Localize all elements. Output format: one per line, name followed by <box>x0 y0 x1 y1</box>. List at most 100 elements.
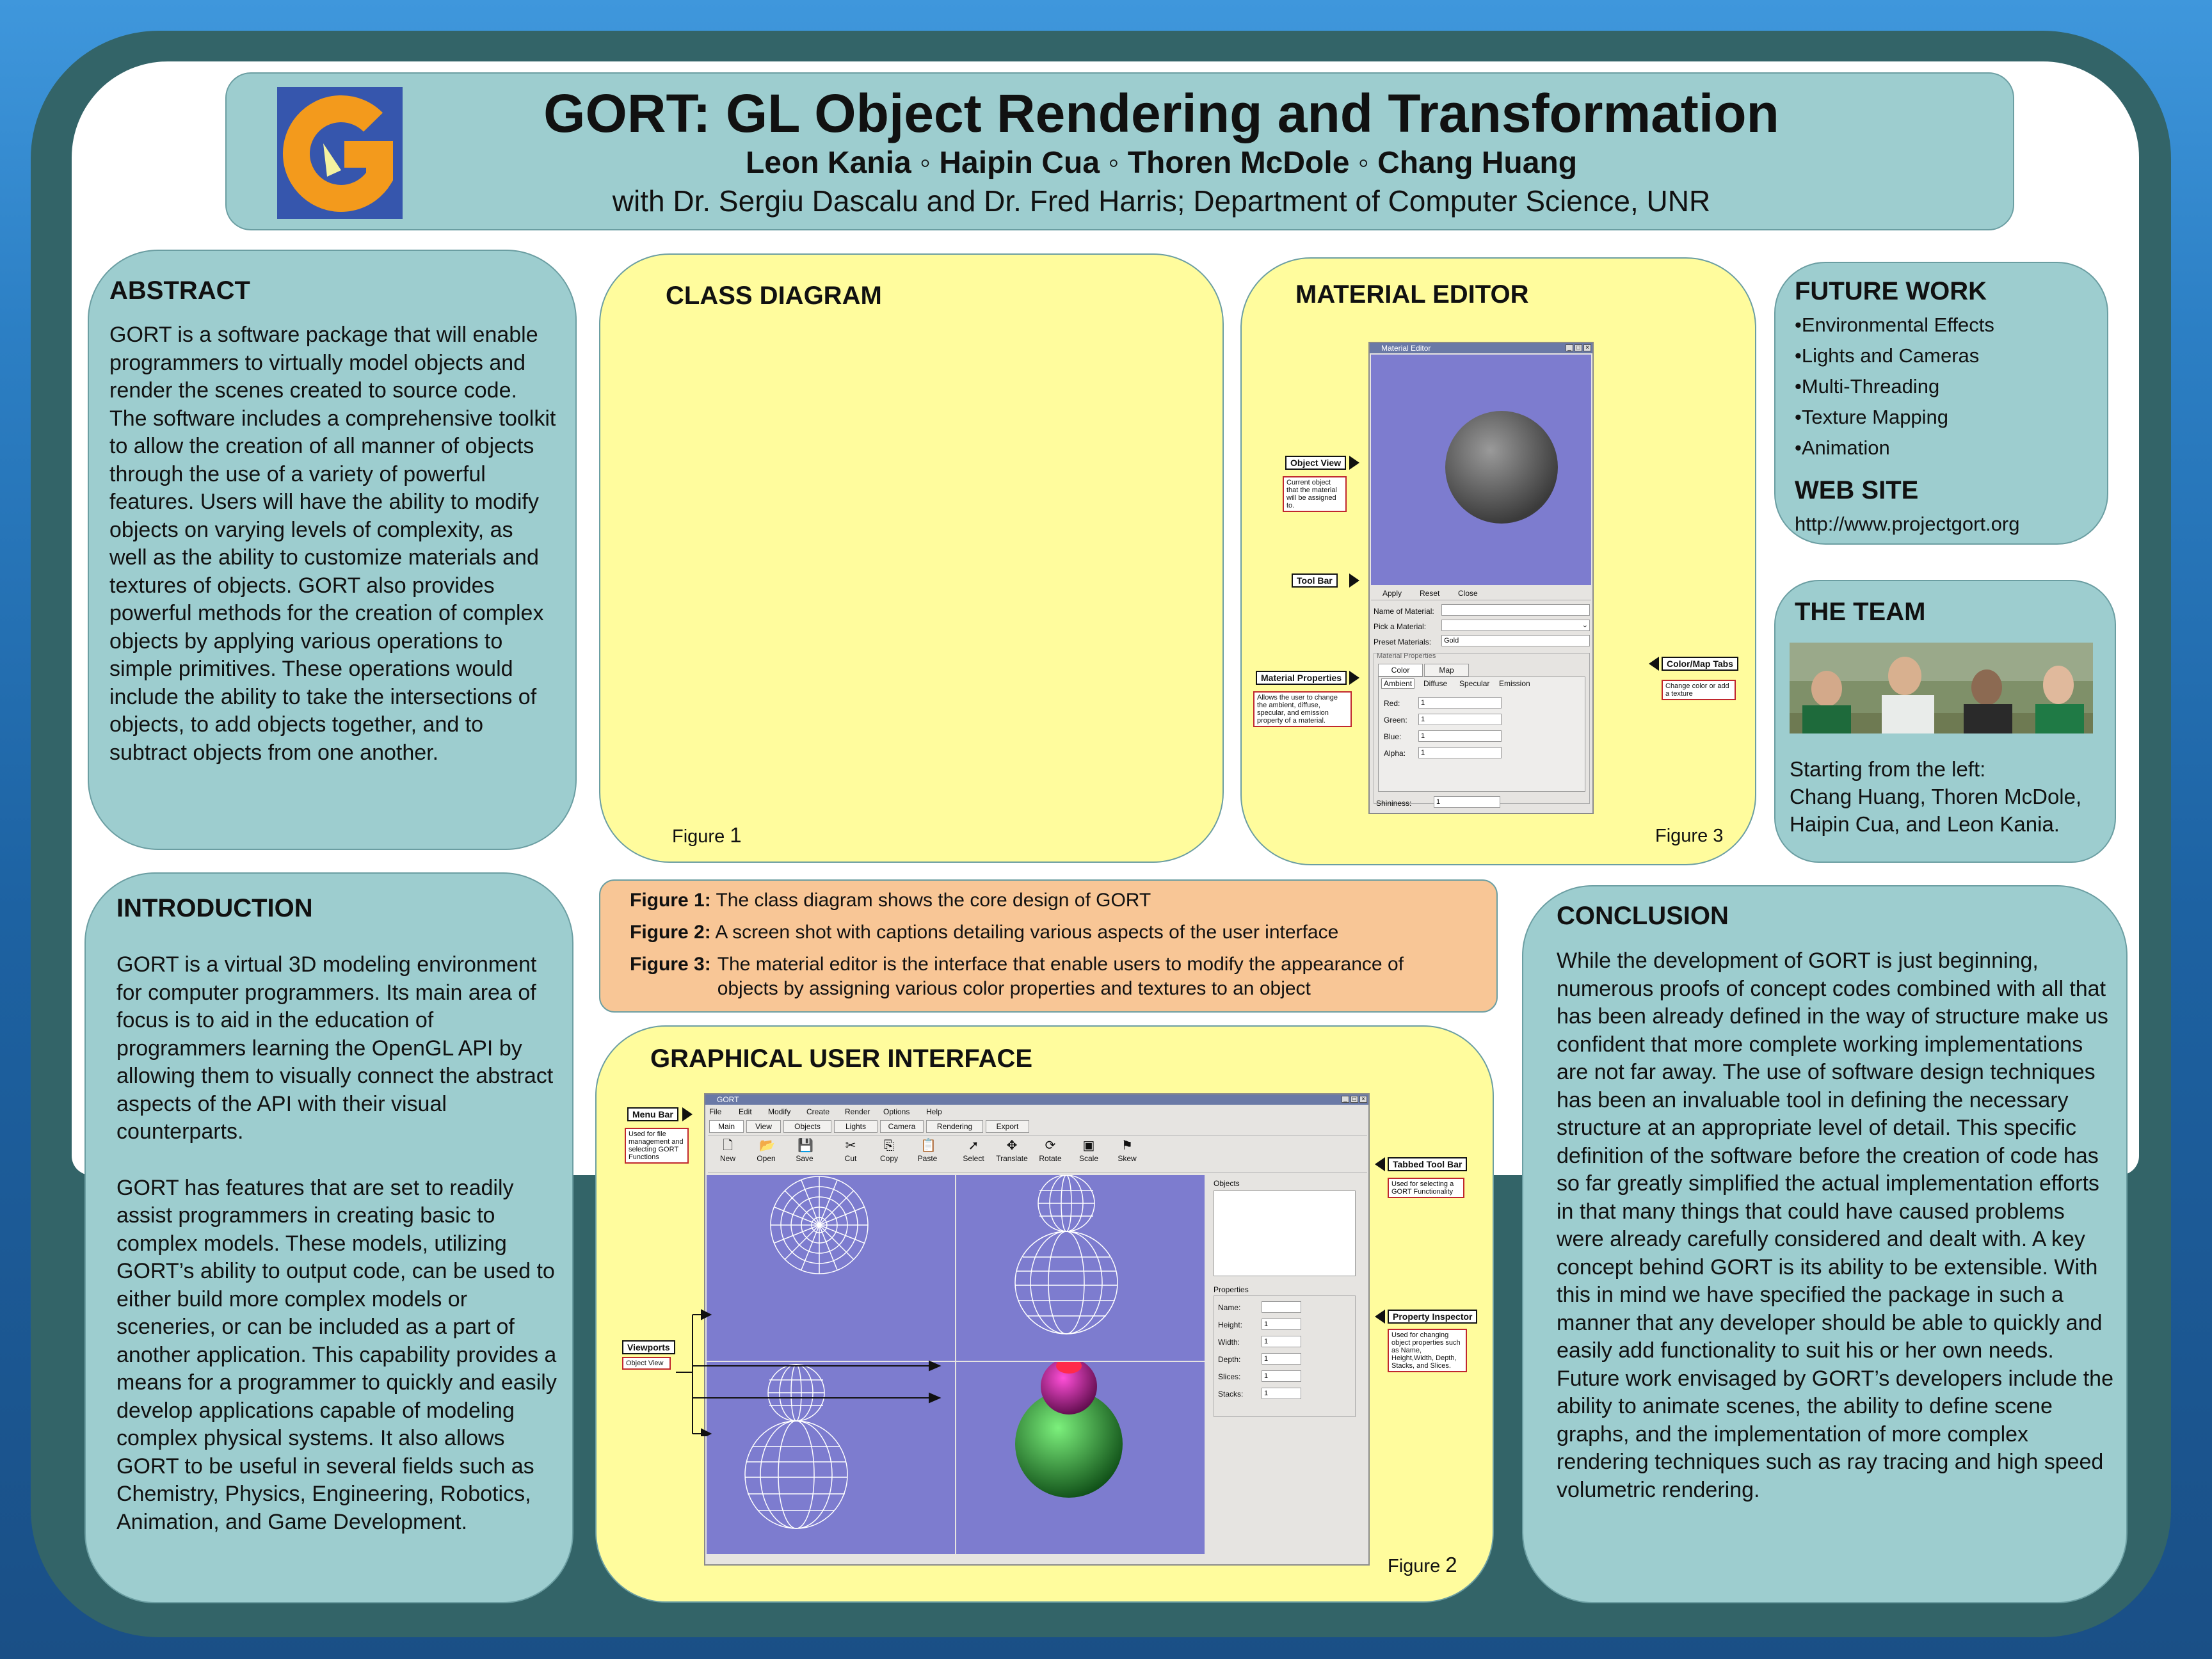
material-editor-panel: MATERIAL EDITOR Material Editor _ □ × Ap… <box>1240 257 1756 865</box>
material-properties-group: Material Properties Color Map Ambient Di… <box>1374 652 1590 804</box>
copy-button[interactable]: ⎘Copy <box>872 1139 906 1163</box>
shininess-input[interactable]: 1 <box>1434 796 1500 808</box>
select-button[interactable]: ➚Select <box>956 1139 991 1163</box>
menu-item-file[interactable]: File <box>709 1107 722 1116</box>
object-view-viewport <box>1371 355 1591 585</box>
close-button[interactable]: × <box>1583 344 1591 351</box>
maximize-button[interactable]: □ <box>1350 1096 1358 1103</box>
note-material-properties: Allows the user to change the ambient, d… <box>1253 691 1352 727</box>
subtab-specular[interactable]: Specular <box>1459 679 1490 688</box>
objects-label: Objects <box>1214 1179 1240 1188</box>
note-property-inspector: Used for changing object properties such… <box>1388 1329 1467 1372</box>
gort-titlebar: GORT <box>705 1094 1368 1105</box>
tool-label: Copy <box>879 1154 898 1163</box>
translate-icon: ✥ <box>1006 1139 1018 1153</box>
skew-icon: ⚑ <box>1121 1139 1133 1153</box>
callout-viewports: Viewports <box>622 1340 675 1354</box>
property-input[interactable]: 1 <box>1262 1336 1301 1347</box>
tab-color[interactable]: Color <box>1378 664 1423 677</box>
gort-logo-icon <box>277 87 403 219</box>
callout-color-map-tabs: Color/Map Tabs <box>1662 657 1738 671</box>
viewport-bottom-right[interactable] <box>956 1358 1205 1554</box>
callout-menu-bar: Menu Bar <box>627 1107 678 1121</box>
tab-camera[interactable]: Camera <box>880 1120 924 1133</box>
future-work-list: •Environmental Effects •Lights and Camer… <box>1795 310 2094 463</box>
preset-materials-select[interactable]: Gold <box>1441 635 1590 646</box>
subtab-emission[interactable]: Emission <box>1499 679 1530 688</box>
objects-list[interactable] <box>1214 1190 1356 1276</box>
translate-button[interactable]: ✥Translate <box>995 1139 1029 1163</box>
apply-button[interactable]: Apply <box>1382 589 1402 598</box>
future-work-panel: FUTURE WORK •Environmental Effects •Ligh… <box>1774 262 2108 545</box>
minimize-button[interactable]: _ <box>1566 344 1573 351</box>
tab-main[interactable]: Main <box>709 1120 744 1133</box>
minimize-button[interactable]: _ <box>1342 1096 1349 1103</box>
property-input[interactable]: 1 <box>1262 1388 1301 1399</box>
maximize-button[interactable]: □ <box>1575 344 1582 351</box>
property-input[interactable]: 1 <box>1262 1318 1301 1330</box>
cut-button[interactable]: ✂Cut <box>833 1139 868 1163</box>
color-row-input[interactable]: 1 <box>1418 697 1502 709</box>
scale-icon: ▣ <box>1082 1139 1095 1153</box>
viewport-top-left[interactable] <box>707 1175 955 1361</box>
list-item: •Environmental Effects <box>1795 314 1994 336</box>
skew-button[interactable]: ⚑Skew <box>1110 1139 1144 1163</box>
conclusion-heading: CONCLUSION <box>1557 902 1729 930</box>
menu-item-help[interactable]: Help <box>926 1107 942 1116</box>
tab-lights[interactable]: Lights <box>834 1120 878 1133</box>
scale-button[interactable]: ▣Scale <box>1071 1139 1106 1163</box>
menu-item-create[interactable]: Create <box>806 1107 830 1116</box>
color-row-input[interactable]: 1 <box>1418 714 1502 725</box>
property-label: Slices: <box>1218 1372 1241 1381</box>
tab-export[interactable]: Export <box>986 1120 1029 1133</box>
menu-item-render[interactable]: Render <box>845 1107 870 1116</box>
viewport-top-right[interactable] <box>956 1174 1205 1361</box>
subtab-ambient[interactable]: Ambient <box>1381 678 1415 689</box>
tool-label: Rotate <box>1039 1154 1062 1163</box>
rotate-button[interactable]: ⟳Rotate <box>1033 1139 1068 1163</box>
menu-item-modify[interactable]: Modify <box>768 1107 791 1116</box>
material-name-input[interactable] <box>1441 604 1590 616</box>
poster-title: GORT: GL Object Rendering and Transforma… <box>543 83 1779 143</box>
menu-item-options[interactable]: Options <box>883 1107 910 1116</box>
open-button[interactable]: 📂Open <box>749 1139 783 1163</box>
new-button[interactable]: 🗋New <box>710 1139 745 1163</box>
note-menu-bar: Used for file management and selecting G… <box>625 1128 689 1164</box>
callout-object-view: Object View <box>1285 456 1347 470</box>
tool-label: Scale <box>1078 1154 1099 1163</box>
callout-tool-bar: Tool Bar <box>1292 573 1338 588</box>
tab-map[interactable]: Map <box>1424 664 1469 677</box>
gort-main-window: GORT _ □ × File Edit Modify Create Render Opt… <box>704 1093 1370 1566</box>
team-caption: Starting from the left: Chang Huang, Tho… <box>1790 757 2082 836</box>
color-row-input[interactable]: 1 <box>1418 747 1502 758</box>
menu-item-edit[interactable]: Edit <box>739 1107 752 1116</box>
property-input[interactable] <box>1262 1301 1301 1313</box>
subtab-diffuse[interactable]: Diffuse <box>1423 679 1448 688</box>
close-editor-button[interactable]: Close <box>1458 589 1478 598</box>
tool-label: New <box>719 1154 735 1163</box>
property-label: Name: <box>1218 1303 1241 1312</box>
tab-rendering[interactable]: Rendering <box>926 1120 983 1133</box>
property-input[interactable]: 1 <box>1262 1370 1301 1382</box>
project-url-link[interactable]: http://www.projectgort.org <box>1795 513 2020 535</box>
close-button[interactable]: × <box>1359 1096 1367 1103</box>
affiliation: with Dr. Sergiu Dascalu and Dr. Fred Har… <box>612 184 1711 218</box>
paste-button[interactable]: 📋Paste <box>910 1139 945 1163</box>
rotate-icon: ⟳ <box>1045 1139 1056 1153</box>
save-button[interactable]: 💾Save <box>787 1139 822 1163</box>
property-input[interactable]: 1 <box>1262 1353 1301 1365</box>
arrow-left-icon <box>1375 1310 1385 1324</box>
callout-tabbed-tool-bar: Tabbed Tool Bar <box>1388 1157 1468 1171</box>
abstract-panel: ABSTRACT GORT is a software package that… <box>88 250 577 850</box>
tab-view[interactable]: View <box>746 1120 781 1133</box>
viewport-bottom-left[interactable] <box>707 1362 955 1554</box>
author-list: Leon Kania ◦ Haipin Cua ◦ Thoren McDole … <box>745 146 1578 180</box>
pick-material-select[interactable]: ⌄ <box>1441 620 1590 631</box>
color-row-input[interactable]: 1 <box>1418 730 1502 742</box>
pick-material-label: Pick a Material: <box>1374 622 1427 631</box>
tab-objects[interactable]: Objects <box>783 1120 831 1133</box>
reset-button[interactable]: Reset <box>1420 589 1440 598</box>
shininess-label: Shininess: <box>1376 799 1412 808</box>
figure-caption-2: Figure 2: A screen shot with captions de… <box>630 922 1339 943</box>
